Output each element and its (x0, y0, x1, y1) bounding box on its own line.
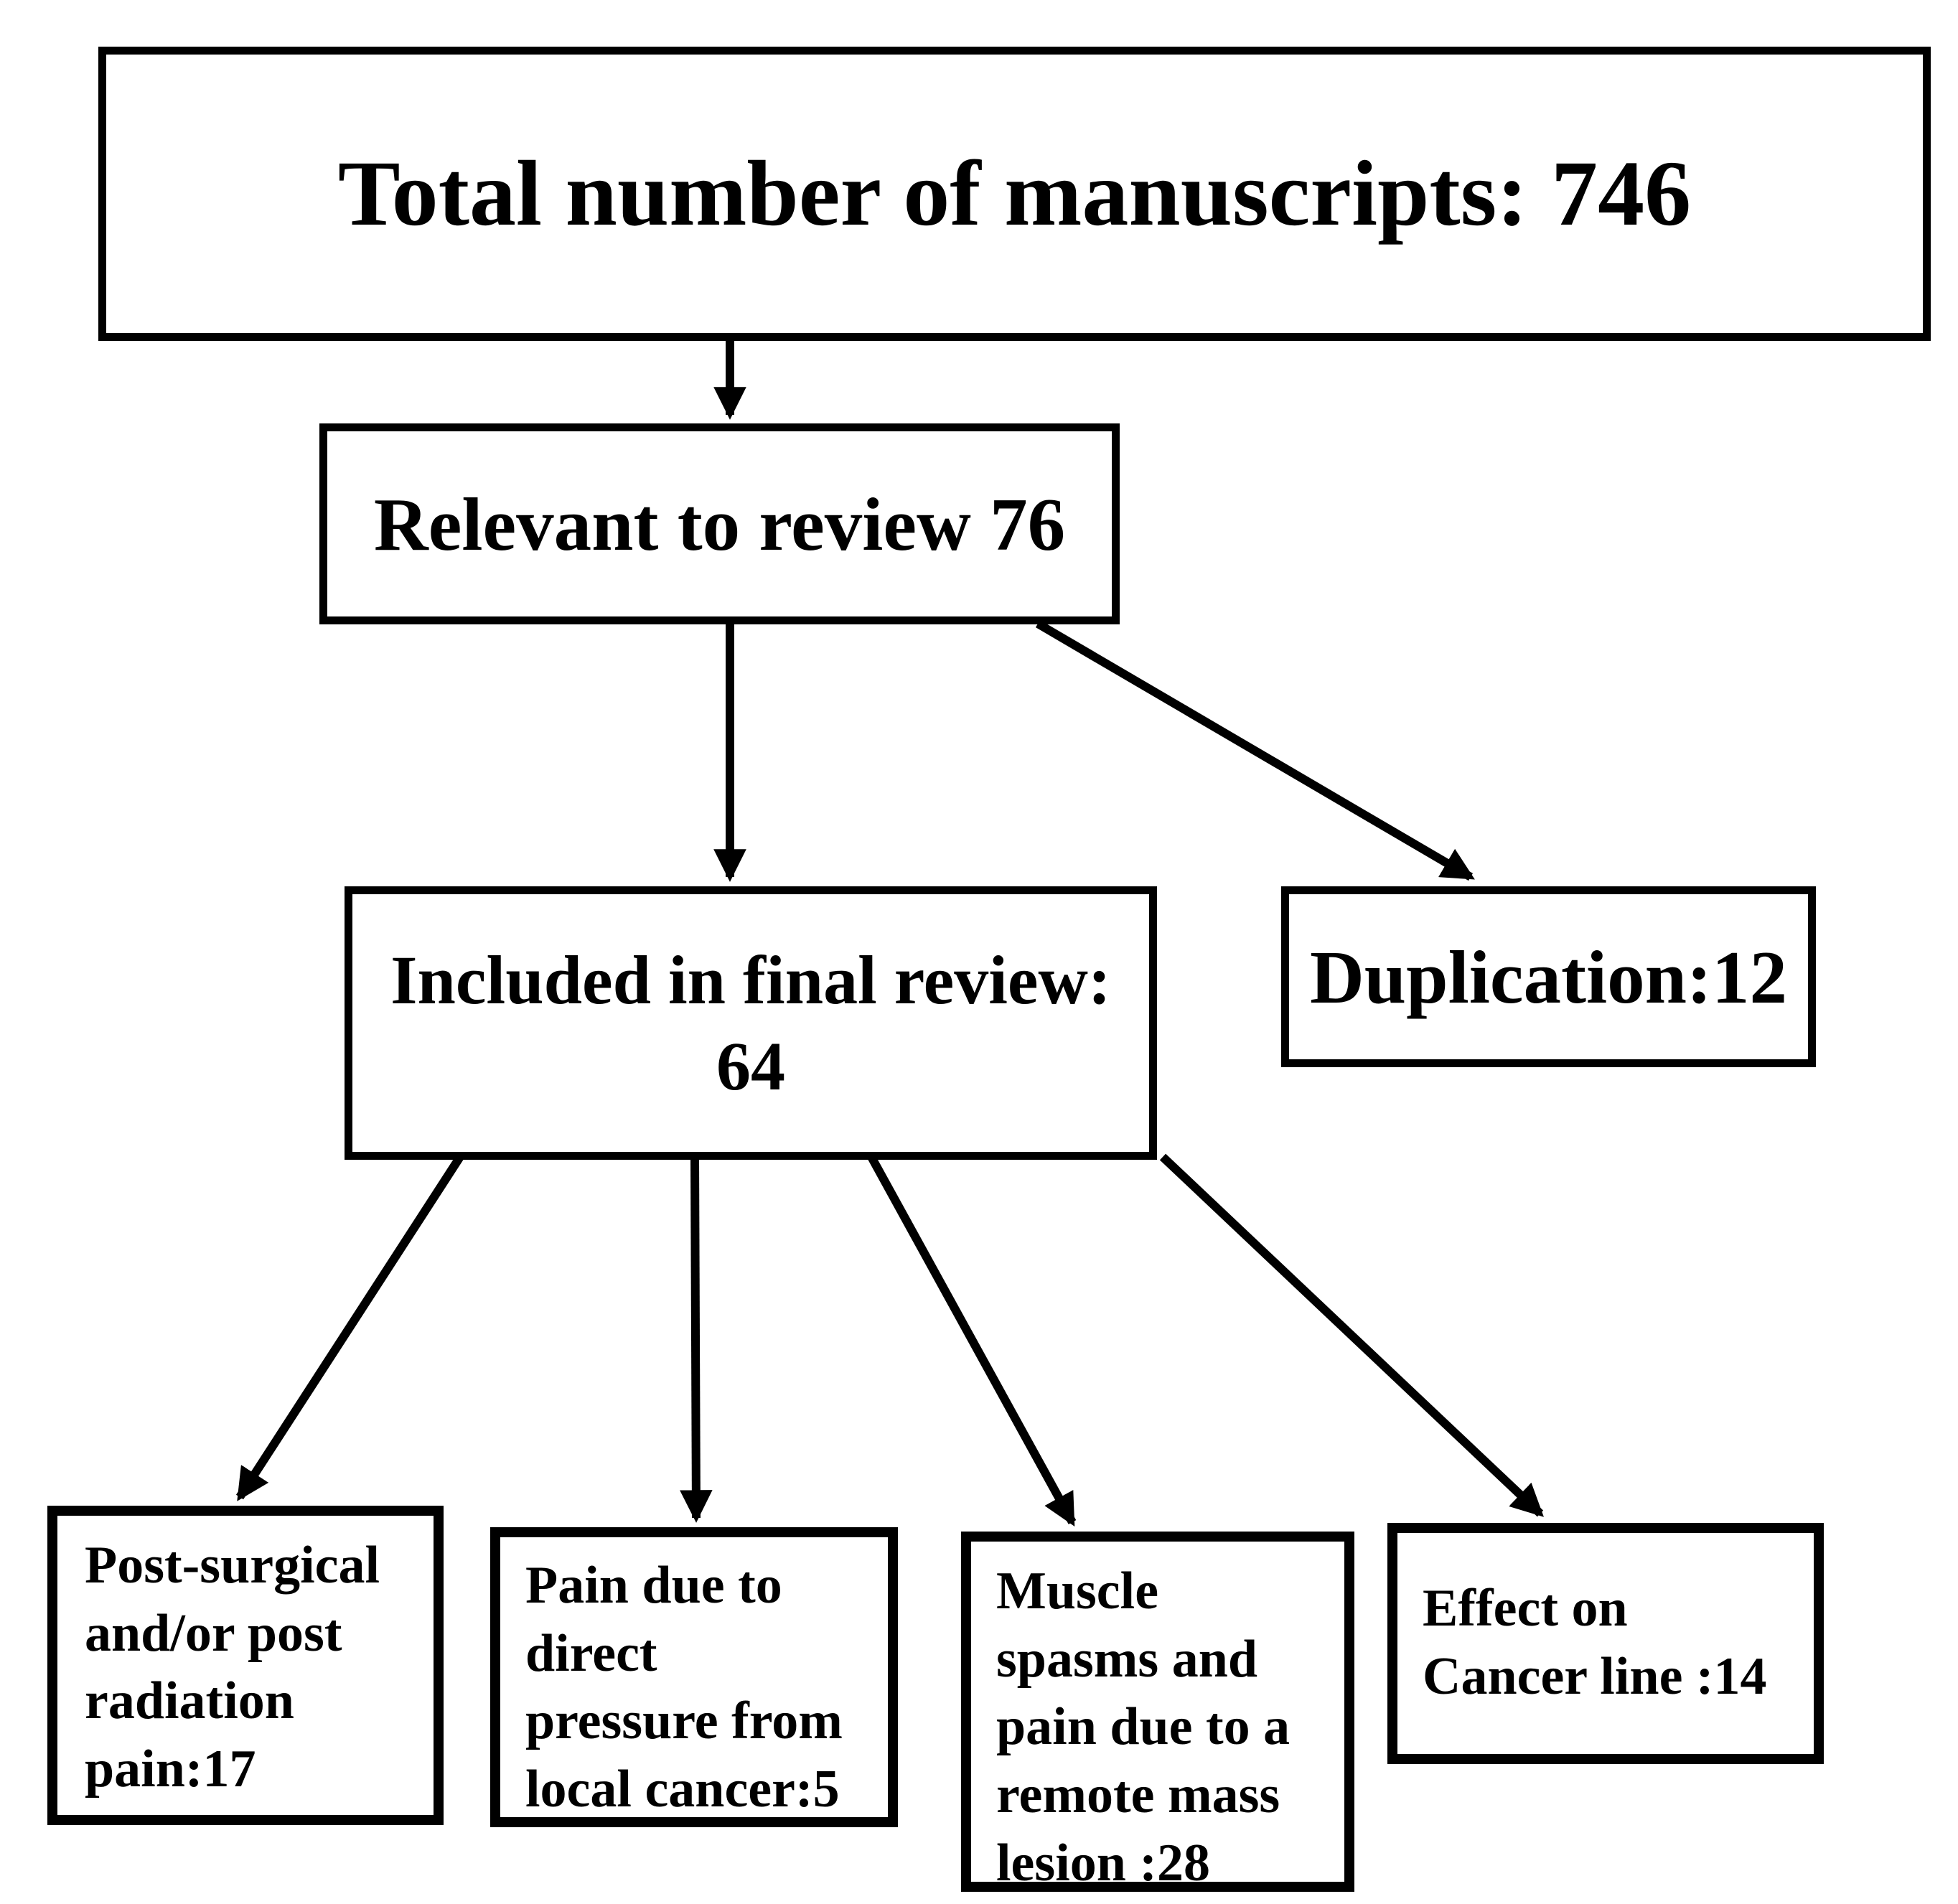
node-effect-on-cancer-line-label: Effect on Cancer line :14 (1423, 1579, 1767, 1706)
arrow-relevant-to-duplication (1035, 619, 1475, 881)
node-total-manuscripts: Total number of manuscripts: 746 (98, 47, 1931, 341)
arrow-included-to-post-surgical (235, 1154, 464, 1501)
node-post-surgical-radiation-pain: Post-surgical and/or post radiation pain… (47, 1506, 444, 1825)
node-muscle-spasms-remote-mass: Muscle spasms and pain due to a remote m… (961, 1532, 1354, 1893)
node-duplication: Duplication:12 (1281, 886, 1816, 1067)
node-effect-on-cancer-line: Effect on Cancer line :14 (1387, 1523, 1824, 1764)
node-direct-pressure-local-cancer: Pain due to direct pressure from local c… (490, 1527, 898, 1827)
node-direct-pressure-local-cancer-label: Pain due to direct pressure from local c… (525, 1556, 843, 1819)
node-relevant-to-review: Relevant to review 76 (319, 423, 1120, 624)
node-duplication-label: Duplication:12 (1309, 934, 1788, 1019)
node-included-final-review-label: Included in final review: 64 (390, 941, 1111, 1105)
node-post-surgical-radiation-pain-label: Post-surgical and/or post radiation pain… (85, 1536, 380, 1799)
arrow-included-to-effect-cancer (1159, 1153, 1544, 1517)
arrow-included-to-muscle-spasms (867, 1155, 1077, 1527)
arrow-included-to-direct-pressure (680, 1156, 713, 1523)
node-muscle-spasms-remote-mass-label: Muscle spasms and pain due to a remote m… (996, 1562, 1290, 1893)
node-total-manuscripts-label: Total number of manuscripts: 746 (337, 142, 1692, 245)
node-included-final-review: Included in final review: 64 (345, 886, 1157, 1160)
node-relevant-to-review-label: Relevant to review 76 (373, 482, 1066, 566)
